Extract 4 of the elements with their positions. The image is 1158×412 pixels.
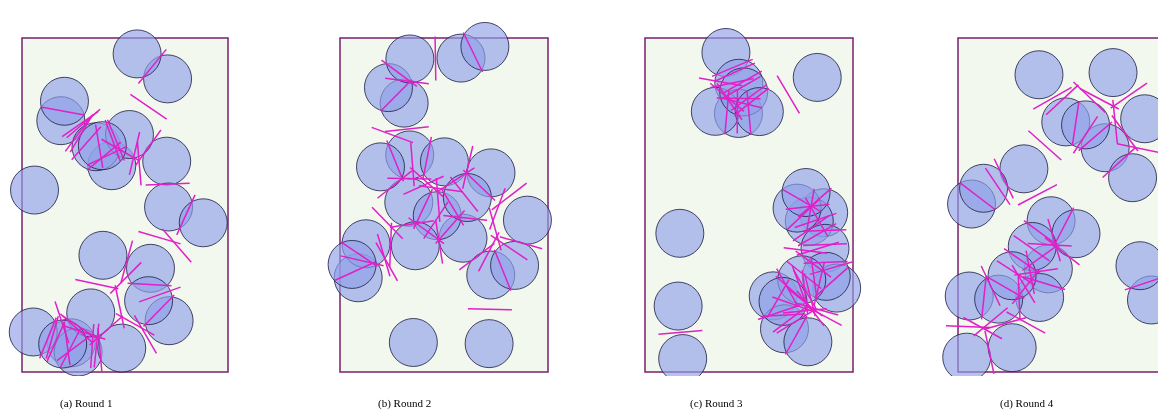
panel-caption: (c) Round 3: [690, 397, 743, 409]
panel-caption: (a) Round 1: [60, 397, 113, 409]
panel-caption: (b) Round 2: [378, 397, 432, 409]
panel-caption: (d) Round 4: [1000, 397, 1054, 409]
